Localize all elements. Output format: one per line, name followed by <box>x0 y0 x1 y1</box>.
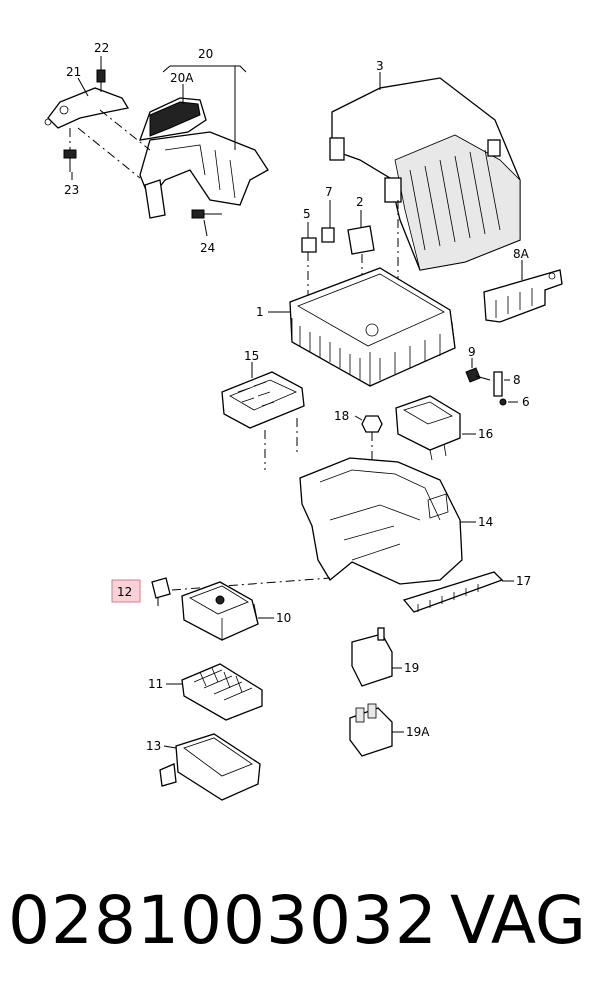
footer: 0281003032 VAG <box>0 868 600 978</box>
part-number-text: 0281003032 <box>8 882 438 959</box>
fuse-holder-11 <box>166 663 263 721</box>
fuse-box-base <box>268 267 456 387</box>
terminal-strip-17 <box>402 571 514 613</box>
label-3: 3 <box>376 59 384 73</box>
relay-carrier-16 <box>395 395 476 461</box>
label-10: 10 <box>276 611 291 625</box>
label-8: 8 <box>513 373 521 387</box>
label-23: 23 <box>64 183 79 197</box>
nut-18 <box>354 415 383 470</box>
label-12: 12 <box>117 585 132 599</box>
label-13: 13 <box>146 739 161 753</box>
tray-13 <box>159 733 261 801</box>
label-9: 9 <box>468 345 476 359</box>
label-21: 21 <box>66 65 81 79</box>
label-1: 1 <box>256 305 264 319</box>
label-22: 22 <box>94 41 109 55</box>
relay-19a <box>349 703 404 757</box>
label-15: 15 <box>244 349 259 363</box>
label-5: 5 <box>303 207 311 221</box>
label-8a: 8A <box>513 247 530 261</box>
highlight-box-12 <box>111 579 141 603</box>
label-16: 16 <box>478 427 493 441</box>
label-19a: 19A <box>406 725 430 739</box>
holder-14 <box>299 457 476 585</box>
label-14: 14 <box>478 515 493 529</box>
label-20a: 20A <box>170 71 194 85</box>
label-17: 17 <box>516 574 531 588</box>
relay-holder-10 <box>181 581 274 641</box>
fuse-box-cover <box>329 72 521 271</box>
exploded-parts-diagram: 22 21 20 20A 23 24 3 7 5 2 8A 1 9 8 6 15… <box>44 41 563 801</box>
label-24: 24 <box>200 241 215 255</box>
brand-text: VAG <box>449 882 586 959</box>
label-11: 11 <box>148 677 163 691</box>
relay-19 <box>351 627 402 687</box>
terminal-strip-8a <box>483 260 563 323</box>
label-19: 19 <box>404 661 419 675</box>
label-2: 2 <box>356 195 364 209</box>
relay-carrier-15 <box>221 362 305 470</box>
relay-12 <box>151 577 331 606</box>
label-18: 18 <box>334 409 349 423</box>
label-6: 6 <box>522 395 530 409</box>
label-7: 7 <box>325 185 333 199</box>
bolt-nut-set <box>465 358 518 406</box>
bracket-assembly <box>44 56 269 237</box>
label-20: 20 <box>198 47 213 61</box>
part-labels: 22 21 20 20A 23 24 3 7 5 2 8A 1 9 8 6 15… <box>64 41 531 753</box>
